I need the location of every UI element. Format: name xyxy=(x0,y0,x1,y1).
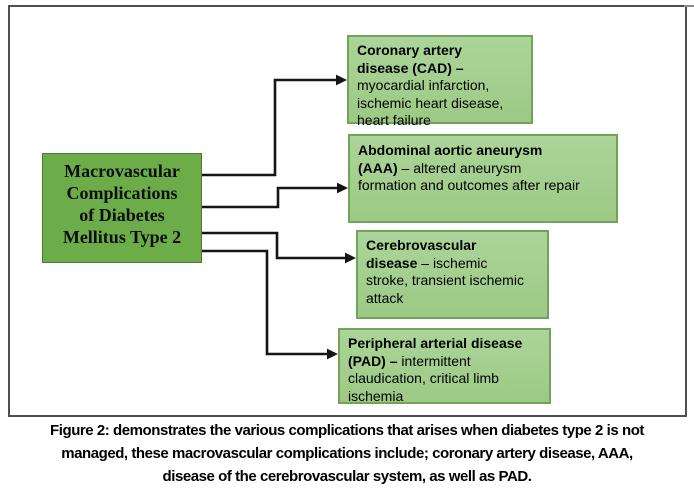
node-heading: Peripheral arterial disease (PAD) – xyxy=(348,335,523,369)
node-abdominal-aortic-aneurysm: Abdominal aortic aneurysm (AAA) – altere… xyxy=(348,134,618,223)
figure-caption: Figure 2: demonstrates the various compl… xyxy=(0,419,694,488)
node-heading: Cerebrovascular disease xyxy=(366,237,477,271)
caption-line: managed, these macrovascular complicatio… xyxy=(61,445,633,462)
node-description: – ischemic stroke, transient ischemic at… xyxy=(366,254,524,306)
caption-line: disease of the cerebrovascular system, a… xyxy=(162,468,532,485)
node-description: intermittent claudication, critical limb… xyxy=(348,352,499,404)
caption-line: Figure 2: demonstrates the various compl… xyxy=(50,422,644,439)
root-node-macrovascular: Macrovascular Complications of Diabetes … xyxy=(42,153,202,263)
root-node-line: Complications xyxy=(66,183,178,203)
node-heading: Coronary artery disease (CAD) – xyxy=(357,42,464,76)
root-node-line: Macrovascular xyxy=(64,161,180,181)
node-cerebrovascular-disease: Cerebrovascular disease – ischemic strok… xyxy=(356,230,549,319)
node-description: myocardial infarction, ischemic heart di… xyxy=(357,77,504,128)
node-coronary-artery-disease: Coronary artery disease (CAD) – myocardi… xyxy=(347,35,533,128)
node-description: – altered aneurysm formation and outcome… xyxy=(358,159,580,194)
frame-top-rule xyxy=(684,5,694,7)
node-peripheral-arterial-disease: Peripheral arterial disease (PAD) – inte… xyxy=(338,328,551,404)
node-heading: Abdominal aortic aneurysm (AAA) xyxy=(358,142,543,176)
root-node-line: Mellitus Type 2 xyxy=(62,227,182,247)
root-node-line: of Diabetes xyxy=(79,205,165,225)
